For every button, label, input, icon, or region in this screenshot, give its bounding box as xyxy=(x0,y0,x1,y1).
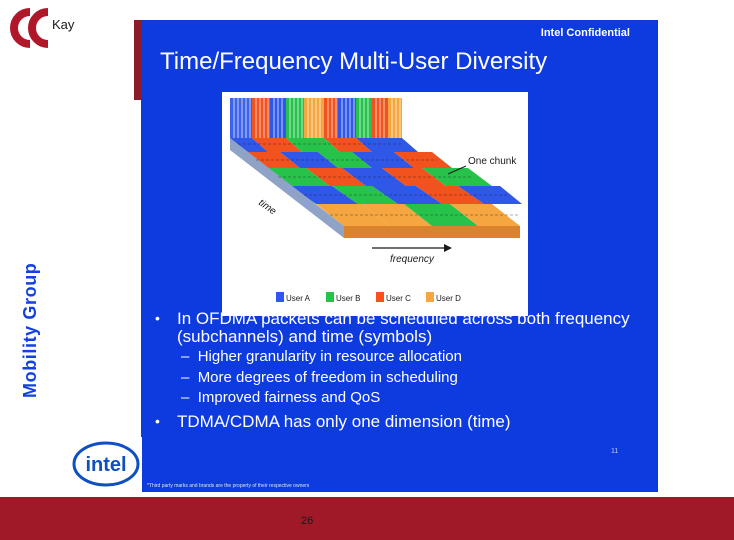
company-logo xyxy=(8,6,58,50)
footer-bar xyxy=(0,497,734,540)
spectrum-band xyxy=(230,98,402,138)
legend-swatch-user-c xyxy=(376,292,384,302)
sub-bullet: – Improved fairness and QoS xyxy=(181,389,380,407)
intel-logo-text: intel xyxy=(85,454,126,476)
slide: Intel Confidential Time/Frequency Multi-… xyxy=(141,20,658,492)
legend-label-user-b: User B xyxy=(336,294,360,303)
frequency-axis-label: frequency xyxy=(390,254,435,265)
logo-text: Kay xyxy=(52,17,75,32)
ofdma-diagram: One chunk time frequency User A User B U… xyxy=(222,92,528,316)
dash-marker: – xyxy=(181,389,190,406)
bullet-tdma: TDMA/CDMA has only one dimension (time) xyxy=(177,412,511,431)
time-axis-label: time xyxy=(256,197,278,217)
legend-label-user-c: User C xyxy=(386,294,411,303)
diagram-legend: User A User B User C User D xyxy=(276,292,461,303)
dash-marker: – xyxy=(181,348,190,365)
slide-title: Time/Frequency Multi-User Diversity xyxy=(160,48,548,75)
legend-swatch-user-d xyxy=(426,292,434,302)
bullet-marker: • xyxy=(155,413,160,429)
bullet-ofdma: In OFDMA packets can be scheduled across… xyxy=(177,309,630,346)
legend-swatch-user-a xyxy=(276,292,284,302)
chunk-label: One chunk xyxy=(468,156,517,167)
sub-bullet-text: Higher granularity in resource allocatio… xyxy=(197,348,462,365)
page-number: 26 xyxy=(301,515,314,527)
confidential-label: Intel Confidential xyxy=(540,27,630,39)
intel-logo: intel xyxy=(70,437,142,492)
sub-bullet-text: More degrees of freedom in scheduling xyxy=(197,369,458,386)
mobility-group-label: Mobility Group xyxy=(20,262,40,398)
chunk-pointer xyxy=(447,165,467,175)
dash-marker: – xyxy=(181,369,190,386)
chunk-grid xyxy=(230,138,522,238)
bullet-marker: • xyxy=(155,310,160,326)
legend-label-user-d: User D xyxy=(436,294,461,303)
slide-page-number: 11 xyxy=(611,448,619,455)
sub-bullet: – More degrees of freedom in scheduling xyxy=(181,369,458,387)
legend-label-user-a: User A xyxy=(286,294,311,303)
sub-bullet: – Higher granularity in resource allocat… xyxy=(181,348,462,366)
legend-swatch-user-b xyxy=(326,292,334,302)
sub-bullet-text: Improved fairness and QoS xyxy=(197,389,381,406)
trademark-footnote: *Third party marks and brands are the pr… xyxy=(147,483,310,489)
